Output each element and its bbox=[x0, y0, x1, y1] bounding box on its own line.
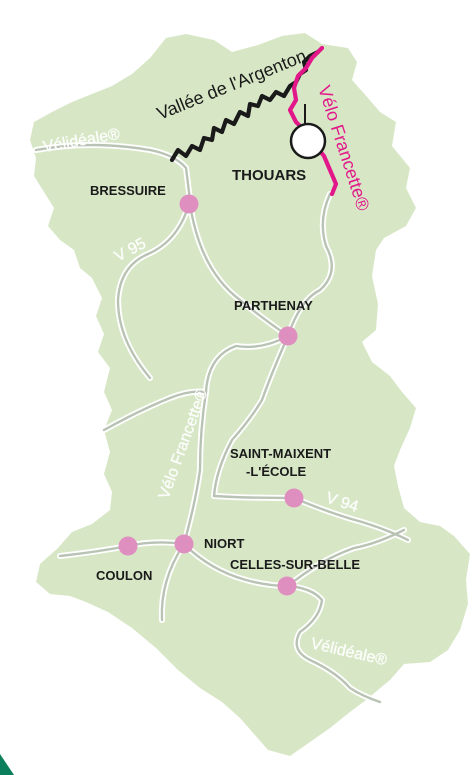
road-network bbox=[33, 142, 411, 705]
saint-maixent-dot bbox=[284, 488, 304, 508]
saint-maixent-label-line1: SAINT-MAIXENT bbox=[230, 446, 331, 461]
coulon-dot bbox=[118, 536, 138, 556]
bressuire-label: BRESSUIRE bbox=[90, 183, 166, 198]
coulon-label: COULON bbox=[96, 568, 152, 583]
territory-shape bbox=[30, 33, 470, 756]
thouars-marker-icon bbox=[289, 122, 327, 160]
niort-dot bbox=[174, 534, 194, 554]
parthenay-label: PARTHENAY bbox=[234, 298, 313, 313]
bressuire-dot bbox=[179, 194, 199, 214]
saint-maixent-label-line2: -L'ÉCOLE bbox=[246, 464, 306, 479]
celles-label: CELLES-SUR-BELLE bbox=[230, 557, 360, 572]
niort-label: NIORT bbox=[204, 536, 245, 551]
parthenay-dot bbox=[278, 326, 298, 346]
corner-triangle-icon bbox=[0, 754, 14, 775]
thouars-label: THOUARS bbox=[232, 167, 306, 184]
francette-route bbox=[287, 45, 339, 197]
celles-dot bbox=[277, 576, 297, 596]
